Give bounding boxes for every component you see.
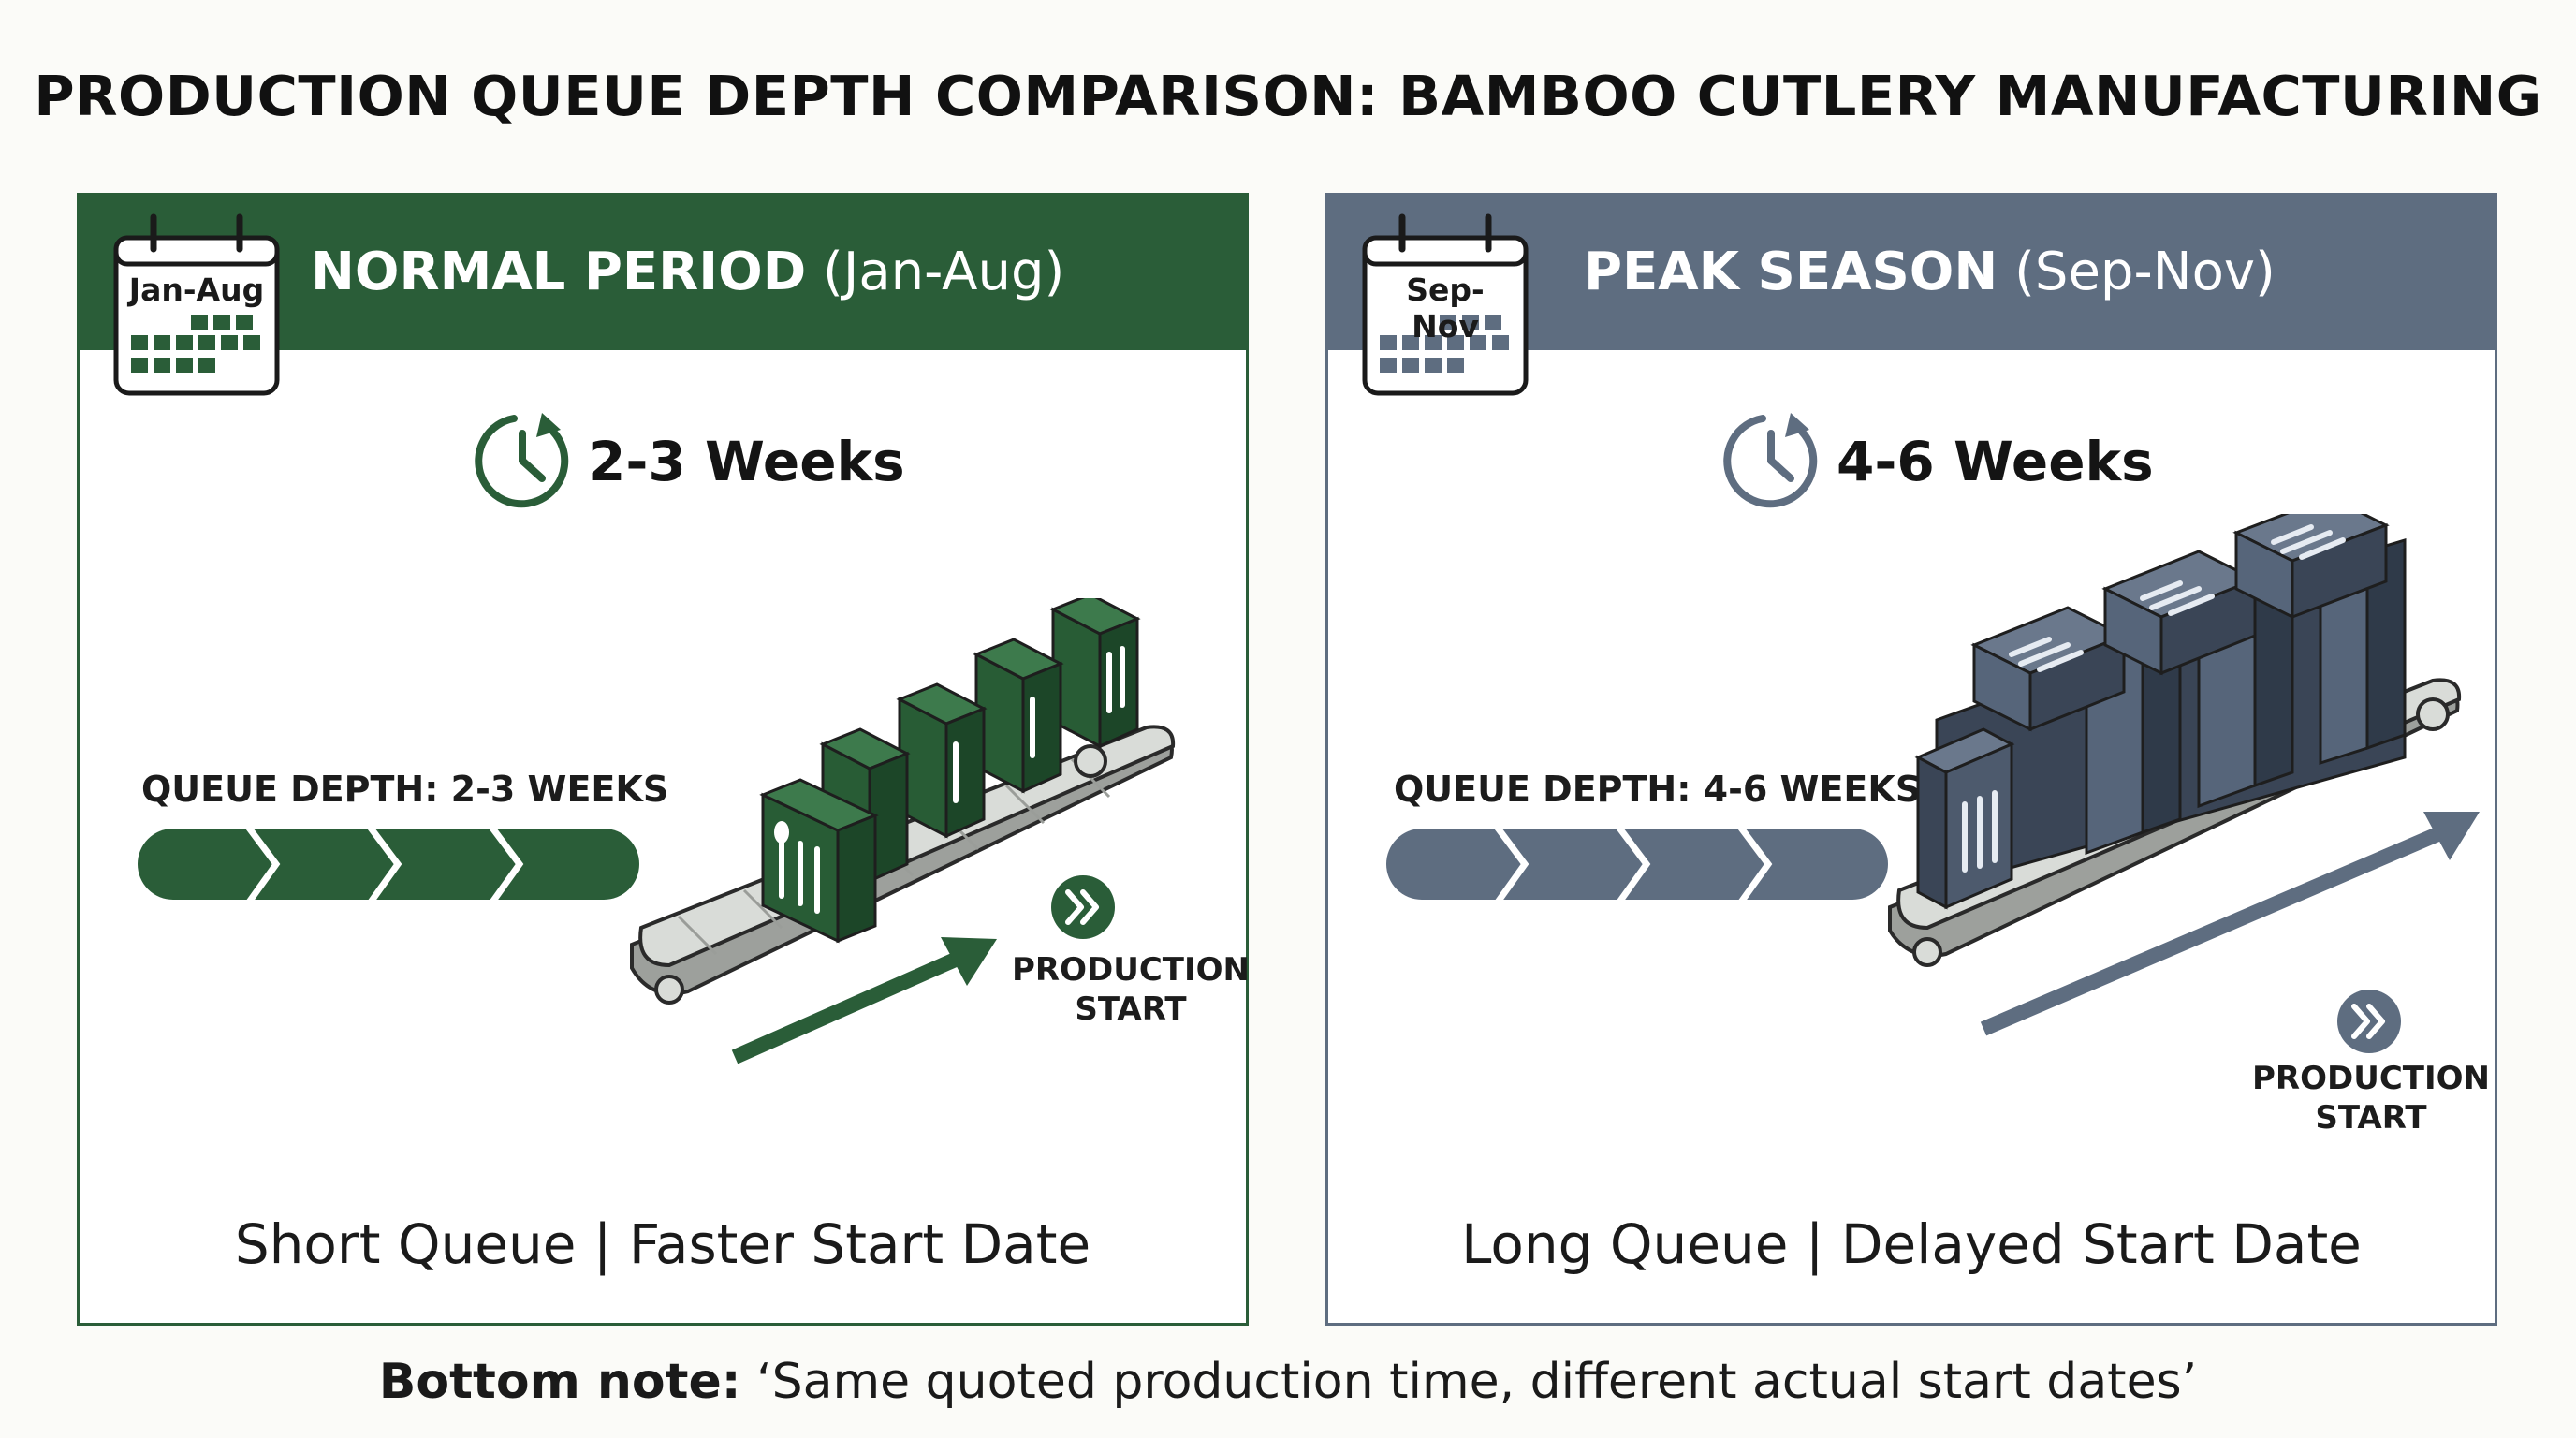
production-start-label: PRODUCTION START <box>2231 1059 2511 1137</box>
calendar-icon <box>1362 213 1529 396</box>
normal-period-panel: Jan-Aug NORMAL PERIOD (Jan-Aug) 2-3 Week… <box>77 193 1250 1326</box>
conveyor-illustration <box>1888 514 2480 1036</box>
period-heading: PEAK SEASON (Sep-Nov) <box>1584 242 2276 302</box>
queue-depth-bar <box>138 825 639 905</box>
queue-depth-label: QUEUE DEPTH: 4-6 WEEKS <box>1394 769 1922 810</box>
bottom-note-text: ‘Same quoted production time, different … <box>756 1354 2198 1410</box>
panel-caption: Short Queue | Faster Start Date <box>234 1212 1091 1276</box>
production-start-line2: START <box>2315 1099 2427 1137</box>
page-title: PRODUCTION QUEUE DEPTH COMPARISON: BAMBO… <box>34 64 2542 128</box>
calendar-label: Jan-Aug <box>128 271 265 308</box>
period-heading: NORMAL PERIOD (Jan-Aug) <box>311 242 1064 302</box>
bottom-note-label: Bottom note: <box>378 1354 741 1410</box>
period-heading-text: PEAK SEASON <box>1584 242 1998 302</box>
peak-season-banner: Sep-Nov PEAK SEASON (Sep-Nov) <box>1325 193 2497 396</box>
production-start-line1: PRODUCTION <box>1012 951 1250 989</box>
panel-caption: Long Queue | Delayed Start Date <box>1461 1212 2362 1276</box>
production-start-line1: PRODUCTION <box>2252 1060 2490 1097</box>
conveyor-illustration <box>630 598 1176 1064</box>
normal-period-banner: Jan-Aug NORMAL PERIOD (Jan-Aug) <box>77 193 1249 396</box>
duration-text: 2-3 Weeks <box>588 430 905 493</box>
production-start-label: PRODUCTION START <box>995 950 1266 1029</box>
peak-season-panel: Sep-Nov PEAK SEASON (Sep-Nov) 4-6 Weeks … <box>1325 193 2497 1326</box>
period-heading-text: NORMAL PERIOD <box>311 242 807 302</box>
clock-icon <box>475 413 569 508</box>
period-range: (Sep-Nov) <box>2014 242 2276 302</box>
clock-icon <box>1723 413 1818 508</box>
bottom-note: Bottom note: ‘Same quoted production tim… <box>0 1354 2576 1410</box>
double-chevron-icon <box>2337 990 2401 1053</box>
period-range: (Jan-Aug) <box>823 242 1065 302</box>
duration-text: 4-6 Weeks <box>1837 430 2154 493</box>
calendar-icon <box>113 213 280 396</box>
queue-depth-bar <box>1386 825 1888 905</box>
production-start-line2: START <box>1075 990 1187 1028</box>
queue-depth-label: QUEUE DEPTH: 2-3 WEEKS <box>141 769 669 810</box>
calendar-label: Sep-Nov <box>1406 271 1485 345</box>
